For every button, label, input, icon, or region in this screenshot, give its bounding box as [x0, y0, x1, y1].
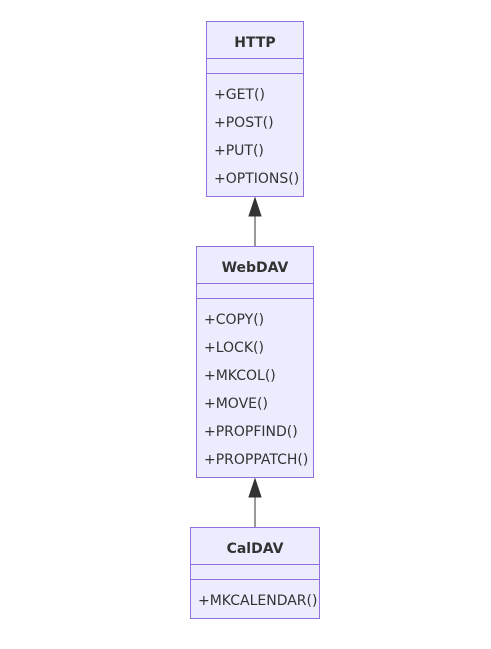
- class-box: [196, 246, 314, 478]
- inheritance-webdav-caldav: [248, 477, 262, 527]
- class-name: HTTP: [234, 35, 275, 51]
- class-box: [190, 527, 320, 619]
- method: +GET(): [214, 87, 265, 103]
- inheritance-arrowhead: [248, 477, 262, 498]
- class-name: CalDAV: [227, 541, 284, 557]
- class-webdav: WebDAV +COPY() +LOCK() +MKCOL() +MOVE() …: [196, 246, 314, 478]
- inheritance-http-webdav: [248, 196, 262, 246]
- method: +MKCALENDAR(): [198, 593, 317, 609]
- method: +OPTIONS(): [214, 171, 299, 187]
- class-caldav: CalDAV +MKCALENDAR(): [190, 527, 320, 619]
- method: +PROPPATCH(): [204, 452, 308, 468]
- method: +PUT(): [214, 143, 264, 159]
- method: +POST(): [214, 115, 274, 131]
- class-box: [206, 21, 304, 197]
- inheritance-arrowhead: [248, 196, 262, 217]
- method: +LOCK(): [204, 340, 264, 356]
- class-http: HTTP +GET() +POST() +PUT() +OPTIONS(): [206, 21, 304, 197]
- method: +MOVE(): [204, 396, 268, 412]
- method: +COPY(): [204, 312, 264, 328]
- method: +PROPFIND(): [204, 424, 298, 440]
- class-name: WebDAV: [222, 260, 289, 276]
- method: +MKCOL(): [204, 368, 276, 384]
